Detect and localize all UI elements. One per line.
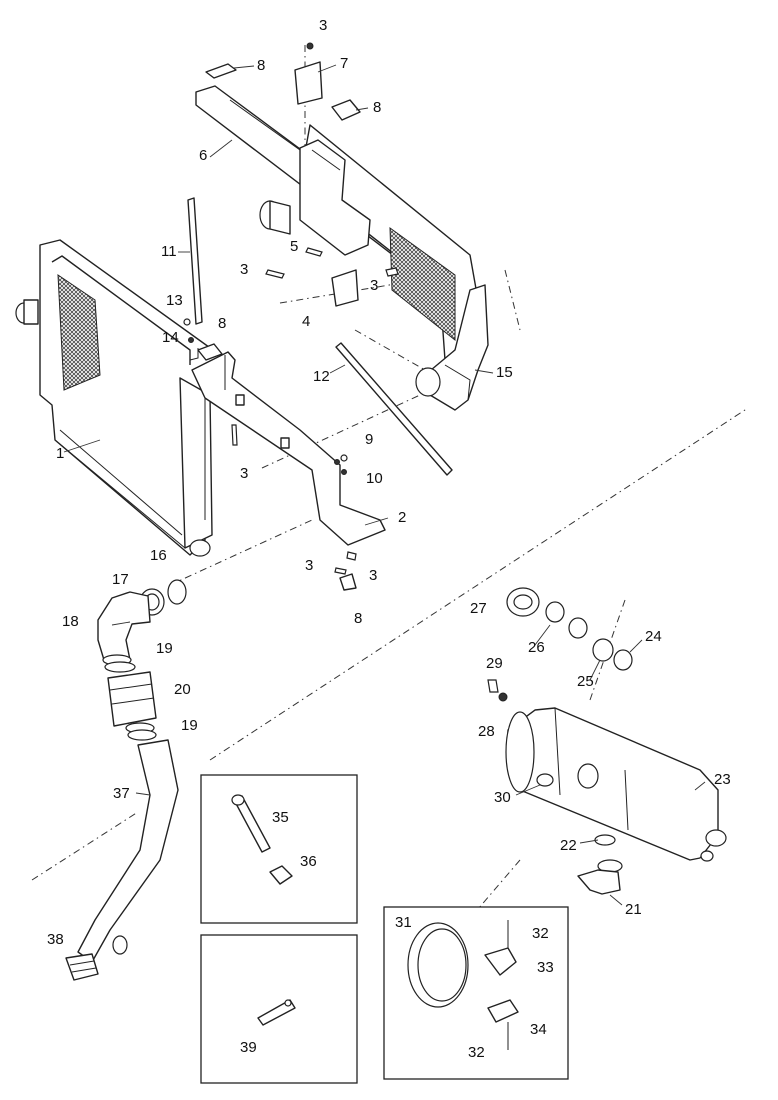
- callout-11: 11: [161, 243, 177, 260]
- callout-32: 32: [468, 1044, 485, 1061]
- callout-labels: 1 2 3 3 3 3 3 3 4 5 6 7 8 8 8 8 9 10 11 …: [47, 17, 731, 1061]
- callout-18: 18: [62, 613, 79, 630]
- muffler: [487, 587, 727, 895]
- callout-14: 14: [162, 329, 179, 346]
- callout-1: 1: [56, 445, 64, 462]
- callout-20: 20: [174, 681, 191, 698]
- callout-19: 19: [156, 640, 173, 657]
- callout-8: 8: [218, 315, 226, 332]
- callout-21: 21: [625, 901, 642, 918]
- callout-3: 3: [369, 567, 377, 584]
- hardware: [183, 42, 453, 591]
- leader-lines: [63, 64, 706, 906]
- outlet-duct: [415, 284, 489, 411]
- callout-37: 37: [113, 785, 130, 802]
- callout-30: 30: [494, 789, 511, 806]
- callout-6: 6: [199, 147, 207, 164]
- callout-4: 4: [302, 313, 310, 330]
- inset-box-39: [200, 934, 358, 1084]
- callout-34: 34: [530, 1021, 547, 1038]
- intake-hose: [65, 579, 187, 981]
- callout-10: 10: [366, 470, 383, 487]
- callout-39: 39: [240, 1039, 257, 1056]
- callout-13: 13: [166, 292, 183, 309]
- callout-2: 2: [398, 509, 406, 526]
- callout-15: 15: [496, 364, 513, 381]
- callout-36: 36: [300, 853, 317, 870]
- callout-29: 29: [486, 655, 503, 672]
- callout-17: 17: [112, 571, 129, 588]
- callout-24: 24: [645, 628, 662, 645]
- callout-8: 8: [354, 610, 362, 627]
- callout-19: 19: [181, 717, 198, 734]
- inset-box-31-34: [383, 906, 569, 1080]
- callout-3: 3: [240, 261, 248, 278]
- callout-16: 16: [150, 547, 167, 564]
- callout-8: 8: [373, 99, 381, 116]
- callout-12: 12: [313, 368, 330, 385]
- lower-shroud: [191, 351, 386, 546]
- callout-23: 23: [714, 771, 731, 788]
- callout-31: 31: [395, 914, 412, 931]
- callout-22: 22: [560, 837, 577, 854]
- callout-38: 38: [47, 931, 64, 948]
- callout-5: 5: [290, 238, 298, 255]
- callout-9: 9: [365, 431, 373, 448]
- callout-32: 32: [532, 925, 549, 942]
- callout-26: 26: [528, 639, 545, 656]
- callout-28: 28: [478, 723, 495, 740]
- callout-35: 35: [272, 809, 289, 826]
- radiator: [15, 239, 223, 557]
- upper-shroud: [195, 85, 479, 361]
- callout-8: 8: [257, 57, 265, 74]
- inset-box-35-36: [200, 774, 358, 924]
- callout-25: 25: [577, 673, 594, 690]
- callout-3: 3: [319, 17, 327, 34]
- callout-33: 33: [537, 959, 554, 976]
- callout-3: 3: [370, 277, 378, 294]
- callout-3: 3: [240, 465, 248, 482]
- callout-3: 3: [305, 557, 313, 574]
- callout-7: 7: [340, 55, 348, 72]
- callout-27: 27: [470, 600, 487, 617]
